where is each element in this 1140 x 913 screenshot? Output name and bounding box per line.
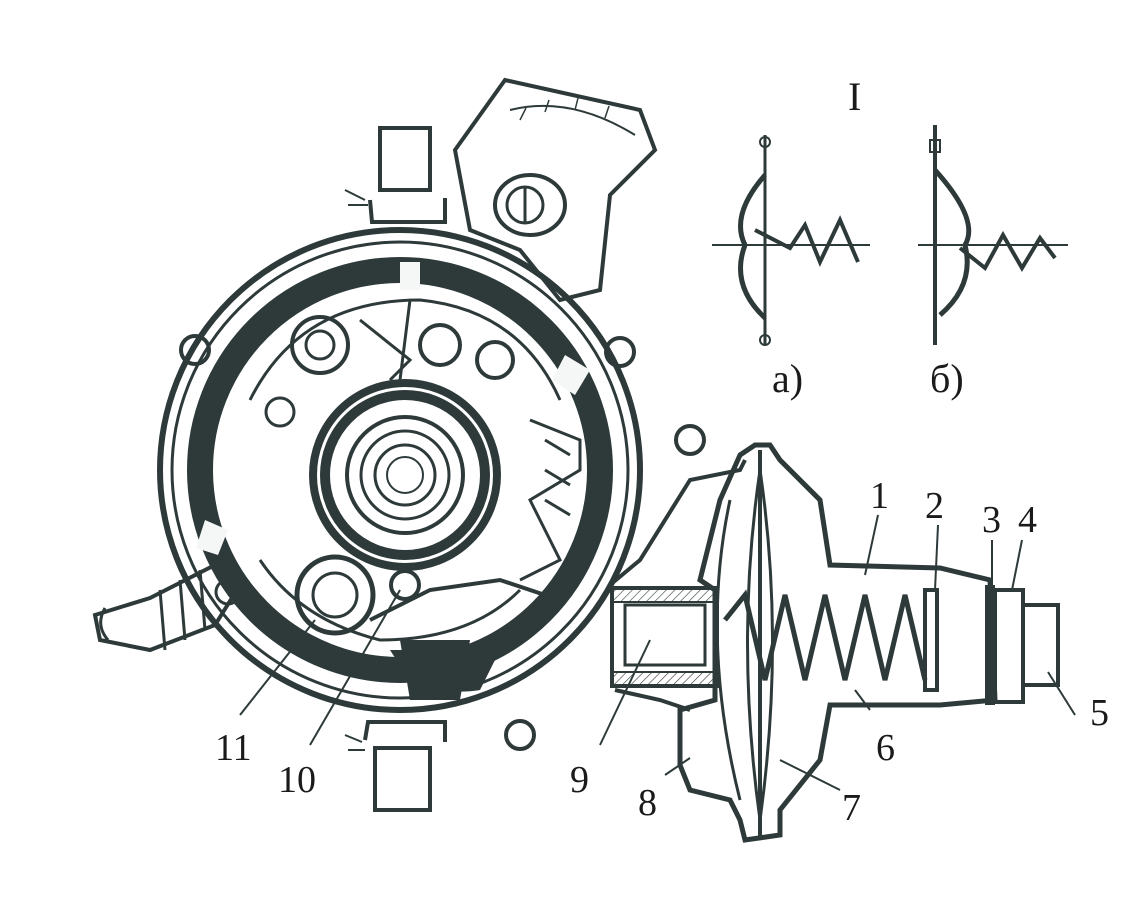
bottom-spring-clip [344, 720, 447, 812]
breaker-plate [248, 298, 582, 642]
inset-a-label: а) [772, 356, 803, 401]
top-spring-clip [344, 126, 447, 224]
callout-10: 10 [278, 759, 316, 801]
callout-5: 5 [1090, 692, 1109, 734]
callout-leaders [239, 514, 1076, 791]
cam-shaft [309, 379, 501, 571]
callout-11: 11 [215, 727, 252, 769]
callout-4: 4 [1018, 499, 1037, 541]
octane-corrector-plate [452, 77, 658, 303]
callout-8: 8 [638, 782, 657, 824]
panel-label: I [848, 74, 861, 119]
callout-9: 9 [570, 759, 589, 801]
inset-a-curve [712, 135, 870, 346]
inset-b-label: б) [930, 356, 964, 401]
inset-b-curve [918, 125, 1068, 345]
callout-1: 1 [870, 475, 889, 517]
primary-wire-terminal [92, 562, 243, 653]
callout-6: 6 [876, 727, 895, 769]
vacuum-regulator [608, 442, 1060, 843]
contact-pivot [294, 554, 561, 700]
callout-3: 3 [982, 499, 1001, 541]
distributor-housing [157, 227, 706, 751]
callout-7: 7 [842, 787, 861, 829]
callout-2: 2 [925, 485, 944, 527]
